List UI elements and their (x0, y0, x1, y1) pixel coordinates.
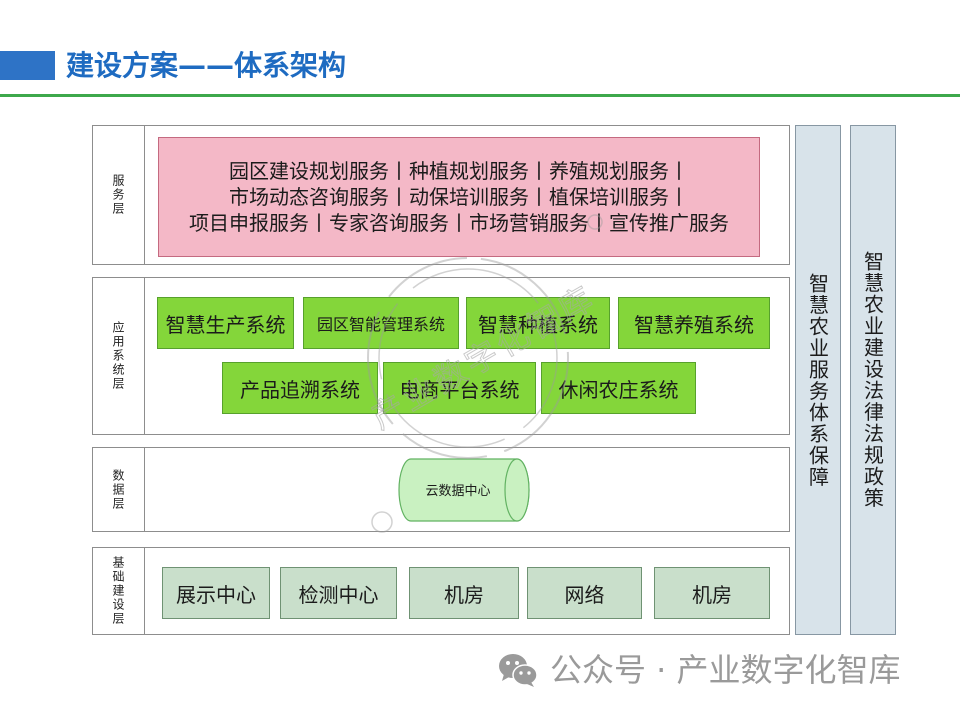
ecommerce-platform-system-box: 电商平台系统 (383, 362, 536, 414)
smart-planting-system-box: 智慧种植系统 (466, 297, 610, 349)
law-policy-text: 智慧农业建设法律法规政策 (860, 251, 885, 509)
service-line-1: 园区建设规划服务丨种植规划服务丨养殖规划服务丨 (229, 159, 689, 183)
data-layer: 数据层 云数据中心 (92, 447, 790, 532)
title-accent-bar (0, 51, 55, 80)
testing-center-box: 检测中心 (280, 567, 397, 619)
header-divider (0, 94, 960, 97)
smart-production-system-box: 智慧生产系统 (157, 297, 294, 349)
server-room-box: 机房 (409, 567, 519, 619)
application-layer-label: 应用系统层 (93, 278, 145, 434)
footer-account-text: 公众号 · 产业数字化智库 (550, 651, 901, 689)
traceability-system-box: 产品追溯系统 (222, 362, 378, 414)
infrastructure-layer-label: 基础建设层 (93, 548, 145, 634)
cylinder-end-face (504, 458, 530, 522)
service-line-3: 项目申报服务丨专家咨询服务丨市场营销服务丨宣传推广服务 (189, 211, 729, 235)
cloud-data-center-cylinder: 云数据中心 (398, 458, 530, 522)
display-center-box: 展示中心 (162, 567, 270, 619)
leisure-farm-system-box: 休闲农庄系统 (541, 362, 696, 414)
server-room-box-2: 机房 (654, 567, 770, 619)
infrastructure-layer: 基础建设层 展示中心 检测中心 机房 网络 机房 (92, 547, 790, 635)
application-layer: 应用系统层 智慧生产系统 园区智能管理系统 智慧种植系统 智慧养殖系统 产品追溯… (92, 277, 790, 435)
cloud-data-center-label: 云数据中心 (425, 484, 490, 499)
layer-label-text: 应用系统层 (111, 321, 125, 391)
service-guarantee-column: 智慧农业服务体系保障 (795, 125, 841, 635)
services-box: 园区建设规划服务丨种植规划服务丨养殖规划服务丨 市场动态咨询服务丨动保培训服务丨… (158, 137, 760, 257)
service-layer-label: 服务层 (93, 126, 145, 264)
service-layer: 服务层 园区建设规划服务丨种植规划服务丨养殖规划服务丨 市场动态咨询服务丨动保培… (92, 125, 790, 265)
layer-label-text: 服务层 (111, 174, 125, 216)
park-management-system-box: 园区智能管理系统 (303, 297, 459, 349)
network-box: 网络 (527, 567, 642, 619)
service-line-2: 市场动态咨询服务丨动保培训服务丨植保培训服务丨 (229, 185, 689, 209)
layer-label-text: 基础建设层 (111, 556, 125, 626)
law-policy-column: 智慧农业建设法律法规政策 (850, 125, 896, 635)
wechat-icon (499, 654, 538, 687)
page-title: 建设方案——体系架构 (66, 49, 347, 82)
data-layer-label: 数据层 (93, 448, 145, 531)
smart-breeding-system-box: 智慧养殖系统 (618, 297, 770, 349)
layer-label-text: 数据层 (111, 468, 125, 511)
service-guarantee-text: 智慧农业服务体系保障 (805, 272, 830, 488)
